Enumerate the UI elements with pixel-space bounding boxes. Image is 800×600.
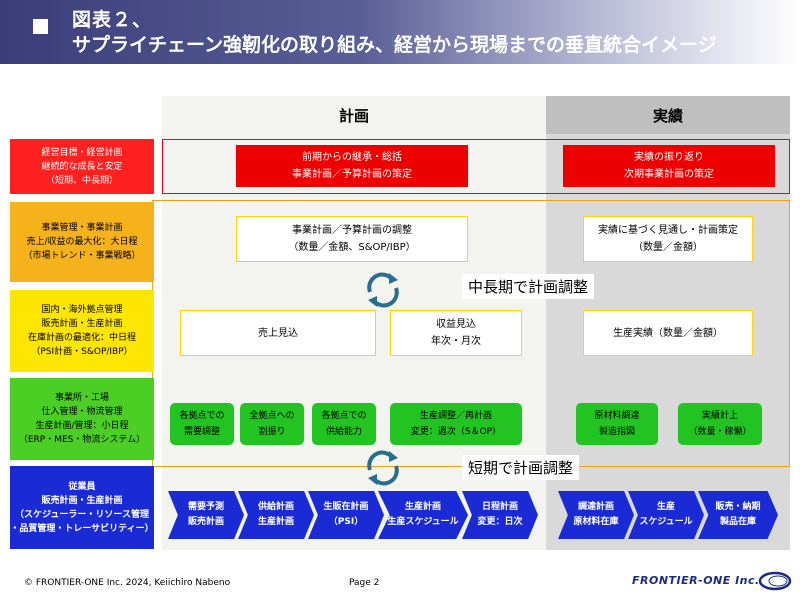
plan-column-header: 計画 — [162, 96, 546, 134]
materials-procurement-box: 原材料調達 製造指図 — [576, 403, 658, 445]
row-label-line: （市場トレンド・事業戦略） — [23, 251, 141, 261]
demand-adjust-box: 各拠点での 需要調整 — [170, 403, 234, 445]
chevron-text: 生産計画 — [257, 517, 294, 527]
row-label-line: （スケジューラー・リソース管理 — [15, 509, 149, 520]
actual-column-header: 実績 — [546, 96, 790, 134]
chevron-sales-delivery: 販売・納期 製品在庫 — [698, 491, 778, 539]
actual-record-box: 実績計上 （数量・稼働） — [678, 403, 762, 445]
box-text: 変更：週次（S＆OP） — [410, 427, 502, 437]
chevron-demand-forecast: 需要予測 販売計画 — [168, 491, 244, 539]
box-text: 収益見込 — [436, 319, 476, 330]
box-text: 全拠点への — [249, 411, 295, 421]
management-row-frame — [162, 139, 790, 194]
box-text: 生産調整／再計画 — [419, 411, 492, 421]
cycle-arrows-icon — [367, 272, 399, 308]
chevron-text: 販売計画 — [187, 517, 224, 527]
chevron-text: （PSI） — [328, 517, 364, 527]
row-label-line: 売上/収益の最大化：大日程 — [26, 237, 138, 247]
chevron-procurement-plan: 調達計画 原材料在庫 — [558, 491, 634, 539]
box-text: 実績の振り返り — [634, 152, 704, 163]
chevron-text: 調達計画 — [577, 502, 614, 512]
bullet-square-icon — [33, 19, 48, 34]
row-label-line: 継続的な成長と安定 — [41, 161, 123, 172]
row-label-line: 販売計画・生産計画 — [41, 319, 123, 329]
box-text: 実績に基づく見通し・計画策定 — [598, 225, 738, 236]
row-label-bases: 国内・海外拠点管理 販売計画・生産計画 在庫計画の最適化：中日程 （PSI計画・… — [10, 290, 154, 372]
row-label-staff: 従業員 販売計画・生産計画 （スケジューラー・リソース管理 ・品質管理・トレーサ… — [10, 466, 154, 549]
box-text: 供給能力 — [325, 427, 362, 437]
figure-number: 図表２、 — [72, 9, 153, 31]
company-logo-text: FRONTIER-ONE Inc. — [632, 574, 760, 587]
box-text: 前期からの継承・総括 — [302, 152, 402, 163]
row-label-management: 経営目標・経営計画 継続的な成長と安定 （短期、中長期） — [10, 139, 154, 194]
short-term-adjust-label: 短期で計画調整 — [462, 455, 580, 480]
chevron-text: 原材料在庫 — [573, 517, 619, 527]
box-text: 次期事業計画の策定 — [624, 169, 714, 180]
box-text: （数量／金額） — [633, 242, 703, 253]
row-label-line: 在庫計画の最適化：中日程 — [27, 333, 136, 343]
actual-review-box: 実績の振り返り 次期事業計画の策定 — [563, 145, 775, 187]
row-label-line: （短期、中長期） — [45, 175, 118, 186]
production-adjust-box: 生産調整／再計画 変更：週次（S＆OP） — [390, 403, 522, 445]
chevron-text: 生産計画 — [404, 502, 441, 512]
row-label-line: 生産計画/管理：小日程 — [35, 421, 129, 431]
box-text: 需要調整 — [183, 427, 220, 437]
supply-capacity-box: 各拠点での 供給能力 — [312, 403, 376, 445]
plan-adjust-box: 事業計画／予算計画の調整 （数量／金額、S&OP/IBP） — [236, 216, 468, 262]
chevron-text: 生産スケジュール — [387, 517, 459, 527]
row-label-line: 事業所・工場 — [54, 393, 109, 403]
row-label-line: 国内・海外拠点管理 — [41, 305, 123, 315]
chevron-supply-plan: 供給計画 生産計画 — [238, 491, 314, 539]
profit-forecast-box: 収益見込 年次・月次 — [390, 310, 522, 356]
box-text: 事業計画／予算計画の策定 — [292, 169, 412, 180]
box-text: （数量／金額、S&OP/IBP） — [288, 242, 416, 253]
chevron-text: 需要予測 — [187, 502, 224, 512]
box-text: 年次・月次 — [431, 336, 481, 347]
mid-long-term-adjust-label: 中長期で計画調整 — [462, 274, 595, 299]
cycle-arrows-icon — [367, 450, 399, 486]
chevron-production: 生産 スケジュール — [628, 491, 704, 539]
box-text: 生産実績（数量／金額） — [613, 327, 723, 339]
chevron-daily-schedule: 日程計画 変更：日次 — [462, 491, 538, 539]
box-text: 製造指図 — [598, 427, 635, 437]
copyright-text: © FRONTIER-ONE Inc. 2024, Keiichiro Nabe… — [24, 578, 231, 588]
row-label-line: 販売計画・生産計画 — [41, 495, 123, 506]
box-text: 事業計画／予算計画の調整 — [292, 225, 412, 236]
box-text: 実績計上 — [701, 411, 738, 421]
chevron-text: 生販在計画 — [323, 502, 369, 512]
allocation-box: 全拠点への 割振り — [240, 403, 304, 445]
chevron-text: 供給計画 — [257, 502, 294, 512]
box-text: 各拠点での — [179, 411, 225, 421]
chevron-psi-plan: 生販在計画 （PSI） — [308, 491, 384, 539]
row-label-line: 事業管理・事業計画 — [41, 223, 123, 233]
chevron-text: 日程計画 — [481, 502, 518, 512]
plan-strategy-box: 前期からの継承・総括 事業計画／予算計画の策定 — [236, 145, 468, 187]
row-label-line: （ERP・MES・物流システム） — [18, 435, 146, 445]
sales-forecast-box: 売上見込 — [180, 310, 376, 356]
page-title: サプライチェーン強靭化の取り組み、経営から現場までの垂直統合イメージ — [72, 34, 717, 56]
row-label-line: （PSI計画・S&OP/IBP） — [31, 347, 133, 357]
row-label-line: ・品質管理・トレーサビリティー） — [10, 523, 154, 534]
chevron-text: 生産 — [656, 502, 675, 512]
box-text: 売上見込 — [258, 327, 298, 339]
chevron-text: 販売・納期 — [715, 502, 761, 512]
row-label-plant: 事業所・工場 仕入管理・物流管理 生産計画/管理：小日程 （ERP・MES・物流… — [10, 378, 154, 460]
row-label-business: 事業管理・事業計画 売上/収益の最大化：大日程 （市場トレンド・事業戦略） — [10, 202, 154, 282]
actual-forecast-box: 実績に基づく見通し・計画策定 （数量／金額） — [583, 216, 753, 262]
page-number: Page 2 — [349, 578, 380, 588]
row-label-line: 仕入管理・物流管理 — [41, 407, 123, 417]
chevron-production-schedule: 生産計画 生産スケジュール — [378, 491, 468, 539]
row-label-line: 経営目標・経営計画 — [41, 147, 123, 158]
box-text: 割振り — [258, 427, 286, 437]
title-banner: 図表２、 サプライチェーン強靭化の取り組み、経営から現場までの垂直統合イメージ — [0, 0, 800, 64]
chevron-text: スケジュール — [639, 517, 693, 527]
chevron-text: 変更：日次 — [477, 517, 523, 527]
production-actual-box: 生産実績（数量／金額） — [583, 310, 753, 356]
box-text: 各拠点での — [321, 411, 367, 421]
row-label-line: 従業員 — [68, 481, 96, 492]
chevron-text: 製品在庫 — [719, 517, 756, 527]
box-text: （数量・稼働） — [688, 427, 752, 437]
logo-ellipse-icon — [758, 571, 792, 591]
box-text: 原材料調達 — [594, 411, 640, 421]
